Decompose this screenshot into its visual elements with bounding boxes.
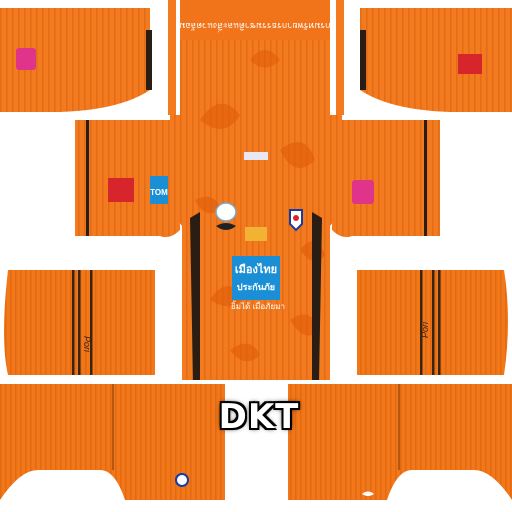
sleeve-mid-left: TOM xyxy=(75,120,180,238)
sleeve-mid-right xyxy=(332,120,440,238)
shorts-crest-icon xyxy=(175,473,189,487)
main-sponsor: เมืองไทย ประกันภัย ยิ้มได้ เมื่อภัยมา xyxy=(231,256,285,311)
shorts-right-leg xyxy=(288,384,512,500)
sleeve-logo-right-icon xyxy=(458,54,482,74)
sleeve-top-right xyxy=(360,8,512,112)
small-sponsor-icon xyxy=(244,152,268,160)
neck-strip-right xyxy=(336,0,344,115)
sleeve-sponsor-left-icon xyxy=(16,48,36,70)
neck-strip-left xyxy=(168,0,176,115)
shorts-brand-icon xyxy=(362,491,374,496)
brand-logo-icon xyxy=(216,223,236,230)
sleeve-top-left xyxy=(0,8,152,112)
sponsor-tagline: ยิ้มได้ เมื่อภัยมา xyxy=(231,300,285,311)
shirt-body xyxy=(170,0,342,380)
sleeve-sponsor-right-icon xyxy=(352,180,374,204)
sleeve-logo-mid-left-icon xyxy=(108,178,134,202)
sponsor-line1: เมืองไทย xyxy=(235,262,277,276)
sleeve-brand-box xyxy=(150,176,168,204)
shirt-top-text: กรมทรัพยากรธรรมชาติและสิ่งแวดล้อม xyxy=(179,21,330,33)
sleeve-brand-text: TOM xyxy=(150,188,168,197)
shorts-left-panel: Pori xyxy=(4,270,155,375)
chest-logos xyxy=(215,152,303,241)
signature-right: Pori xyxy=(420,321,430,338)
shorts-left-leg xyxy=(0,384,225,500)
leo-logo-icon xyxy=(245,227,267,241)
watermark-dkt: DKT xyxy=(218,397,300,437)
sponsor-line2: ประกันภัย xyxy=(237,282,275,292)
federation-badge-icon xyxy=(215,202,237,222)
signature-left: Pori xyxy=(82,336,92,353)
shorts-right-panel: Pori xyxy=(357,270,508,375)
